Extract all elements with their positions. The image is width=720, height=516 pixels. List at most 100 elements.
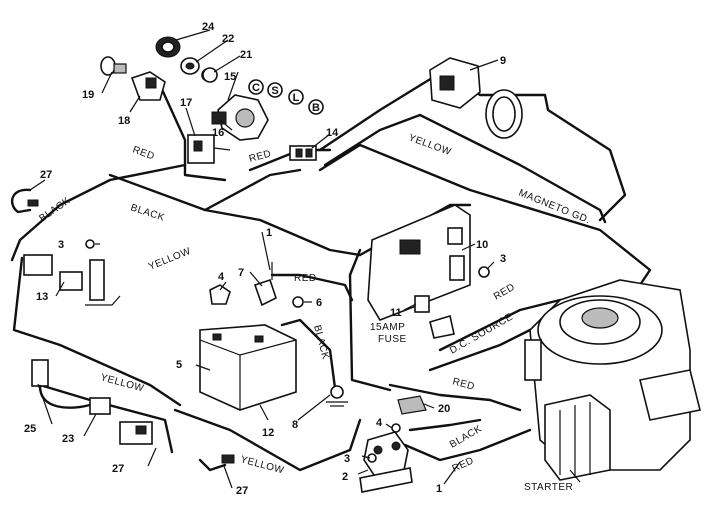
wire-magneto-gd <box>318 143 652 287</box>
callout-numbers: 24 22 21 15 16 19 18 17 14 9 27 3 13 4 7… <box>24 21 506 497</box>
part-10-panel <box>367 204 471 321</box>
label-dc-source: D.C. SOURCE <box>448 312 515 357</box>
callout-18: 18 <box>118 115 130 127</box>
callout-12: 12 <box>262 427 274 439</box>
harness-plug <box>23 254 53 276</box>
terminal-l <box>288 89 304 105</box>
callout-27-lower: 27 <box>236 485 248 497</box>
fuse-label-line2: FUSE <box>378 334 407 345</box>
label-red-solenoid: RED <box>451 455 476 475</box>
part-27-connector-lower <box>198 454 235 472</box>
part-5-battery <box>199 324 297 411</box>
callout-7: 7 <box>238 267 244 279</box>
wire-red-top <box>158 83 227 182</box>
wire-solenoid-starter <box>403 428 532 462</box>
callout-1-top: 1 <box>266 227 272 239</box>
callout-17: 17 <box>180 97 192 109</box>
label-yellow-mid: YELLOW <box>147 246 193 273</box>
wire-panel-left <box>348 248 392 392</box>
callout-15: 15 <box>224 71 236 83</box>
wire-black-upper-2 <box>108 168 302 212</box>
part-15-key-switch <box>211 94 269 141</box>
part-18-socket <box>130 71 166 101</box>
callout-19: 19 <box>82 89 94 101</box>
label-black-left: BLACK <box>37 195 72 224</box>
fuse-label-line1: 15AMP <box>370 322 405 333</box>
terminal-letter-l: L <box>293 92 300 104</box>
callout-27-bottom: 27 <box>112 463 124 475</box>
callout-6: 6 <box>316 297 322 309</box>
callout-3-panel: 3 <box>500 253 506 265</box>
label-black-battery: BLACK <box>311 324 331 361</box>
part-9-coil <box>429 57 523 139</box>
label-yellow-top: YELLOW <box>407 132 453 158</box>
callout-10: 10 <box>476 239 488 251</box>
callout-16: 16 <box>212 127 224 139</box>
part-3-screw-b <box>478 266 490 278</box>
label-red-top: RED <box>131 144 156 162</box>
part-3-screw-a <box>85 239 95 249</box>
wire-yellow-low <box>38 383 174 454</box>
callout-25: 25 <box>24 423 36 435</box>
callout-22: 22 <box>222 33 234 45</box>
part-24-ring <box>155 36 181 58</box>
wire-red-engine <box>388 383 522 412</box>
part-2-solenoid <box>359 431 413 493</box>
wire-solenoid-black <box>408 418 482 432</box>
part-8-ground <box>326 385 348 407</box>
label-red-engine: RED <box>451 376 476 392</box>
engine <box>524 279 701 481</box>
wire-yellow-bottom <box>173 408 362 472</box>
part-25-switch <box>31 359 92 409</box>
part-6-nut <box>292 296 304 308</box>
wire-loop-right <box>323 113 607 224</box>
terminal-b <box>308 99 324 115</box>
callout-14: 14 <box>326 127 339 139</box>
callout-24: 24 <box>202 21 215 33</box>
label-starter: STARTER <box>524 482 573 493</box>
terminal-letters: C S L B <box>252 82 320 114</box>
label-red-panel: RED <box>492 282 517 303</box>
label-black-mid: BLACK <box>129 202 166 223</box>
wire-yellow-left <box>12 256 182 407</box>
wire-magneto-top <box>443 68 627 222</box>
terminal-s <box>267 82 283 98</box>
part-27-connector-bottom <box>119 421 153 445</box>
wire-red-battery <box>270 273 354 302</box>
part-14-connector <box>289 145 317 161</box>
wire-yellow-mid <box>203 208 362 257</box>
callout-2: 2 <box>342 471 348 483</box>
part-19-bulb <box>100 56 127 76</box>
wire-black-battery <box>280 318 337 390</box>
callout-21: 21 <box>240 49 252 61</box>
terminal-c <box>248 79 264 95</box>
starter-motor <box>544 394 611 481</box>
terminal-letter-b: B <box>312 102 320 114</box>
label-black-solenoid: BLACK <box>448 423 484 450</box>
part-17-switch <box>187 134 231 164</box>
callout-1-bottom: 1 <box>436 483 442 495</box>
part-27-connector-top <box>10 188 39 214</box>
callout-20: 20 <box>438 403 450 415</box>
callout-23: 23 <box>62 433 74 445</box>
ring-21-letter <box>202 67 218 83</box>
wire-dc-source-2 <box>438 298 562 352</box>
callout-5: 5 <box>176 359 182 371</box>
part-13-seat-switch <box>59 259 121 306</box>
callout-27-top: 27 <box>40 169 52 181</box>
wire-black-upper <box>10 163 187 262</box>
callout-3-solenoid: 3 <box>344 453 350 465</box>
fuse-label: 15AMP FUSE <box>370 322 407 345</box>
terminal-letter-s: S <box>271 85 278 97</box>
label-yellow-low: YELLOW <box>99 372 145 394</box>
part-4-solenoid-nut <box>391 423 401 433</box>
part-22-nut <box>180 57 200 75</box>
callout-3-left: 3 <box>58 239 64 251</box>
callout-9: 9 <box>500 55 506 67</box>
part-7-terminal <box>253 278 277 307</box>
part-20-connector <box>397 395 427 415</box>
terminal-letter-c: C <box>252 82 260 94</box>
callout-13: 13 <box>36 291 48 303</box>
part-11-fuse <box>414 295 455 339</box>
